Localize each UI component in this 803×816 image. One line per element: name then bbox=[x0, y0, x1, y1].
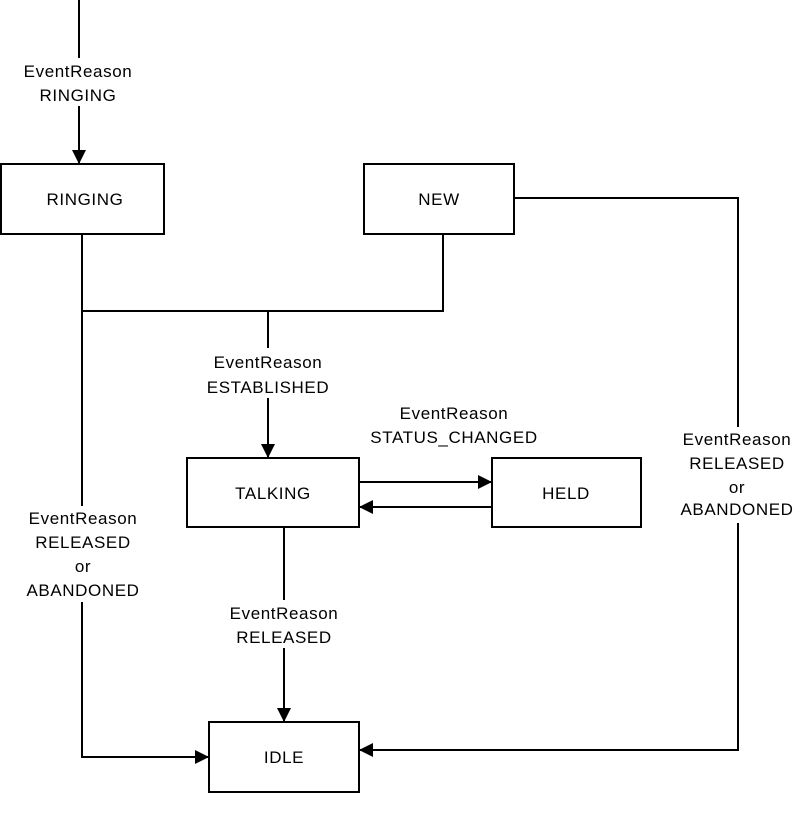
label-new-to-idle-line-1: EventReason bbox=[683, 430, 792, 449]
state-talking: TALKING bbox=[186, 457, 360, 528]
label-ringing-to-idle-line-4: ABANDONED bbox=[26, 581, 139, 600]
edge-ringing-to-idle bbox=[81, 311, 209, 764]
state-new-label: NEW bbox=[418, 190, 459, 209]
label-new-to-idle-line-4: ABANDONED bbox=[680, 500, 793, 519]
label-talking-to-idle-line-1: EventReason bbox=[230, 604, 339, 623]
state-ringing: RINGING bbox=[0, 163, 165, 235]
label-ringing-to-idle-line-2: RELEASED bbox=[35, 533, 131, 552]
state-idle-label: IDLE bbox=[264, 748, 304, 767]
state-ringing-label: RINGING bbox=[47, 190, 124, 209]
state-talking-label: TALKING bbox=[235, 484, 311, 503]
label-new-to-idle: EventReason RELEASED or ABANDONED bbox=[668, 427, 802, 523]
label-ringing-to-idle: EventReason RELEASED or ABANDONED bbox=[14, 506, 152, 602]
label-initial-line-2: RINGING bbox=[40, 86, 117, 105]
label-status-changed-line-2: STATUS_CHANGED bbox=[370, 428, 537, 447]
label-ringing-to-idle-line-1: EventReason bbox=[29, 509, 138, 528]
label-talking-to-idle-line-2: RELEASED bbox=[236, 628, 332, 647]
label-established-line-2: ESTABLISHED bbox=[207, 378, 330, 397]
label-established-line-1: EventReason bbox=[214, 353, 323, 372]
label-new-to-idle-line-3: or bbox=[729, 478, 745, 497]
label-established: EventReason ESTABLISHED bbox=[192, 348, 344, 398]
state-new: NEW bbox=[363, 163, 515, 235]
label-status-changed-line-1: EventReason bbox=[400, 404, 509, 423]
label-new-to-idle-line-2: RELEASED bbox=[689, 454, 785, 473]
label-initial-line-1: EventReason bbox=[24, 62, 133, 81]
state-idle: IDLE bbox=[208, 721, 360, 793]
label-status-changed: EventReason STATUS_CHANGED bbox=[370, 404, 537, 447]
label-initial: EventReason RINGING bbox=[12, 58, 144, 106]
label-talking-to-idle: EventReason RELEASED bbox=[218, 600, 350, 648]
state-held-label: HELD bbox=[542, 484, 590, 503]
edge-new-to-junction bbox=[82, 235, 444, 312]
state-held: HELD bbox=[491, 457, 642, 528]
label-ringing-to-idle-line-3: or bbox=[75, 557, 91, 576]
